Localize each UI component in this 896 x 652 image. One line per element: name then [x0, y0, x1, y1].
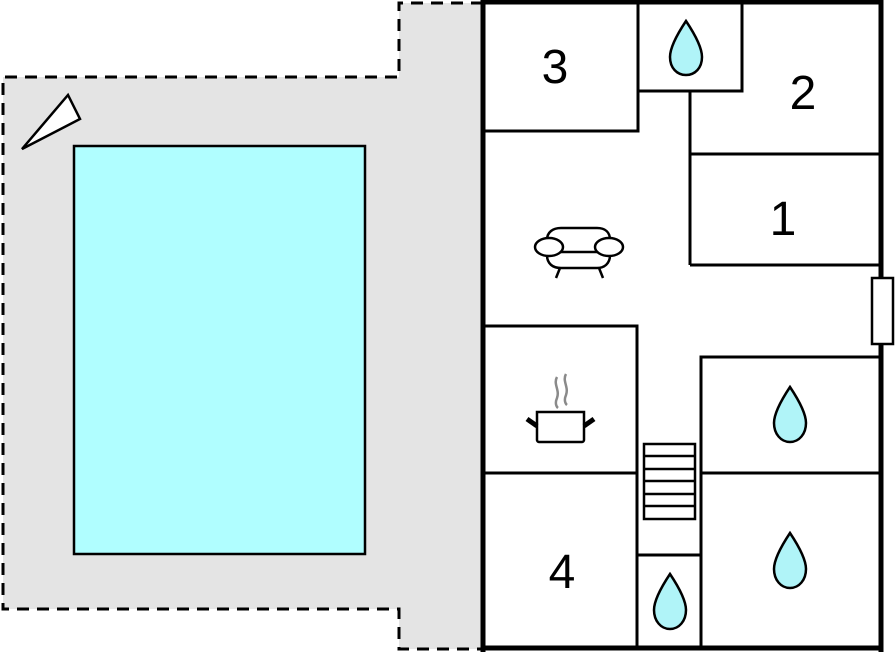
sofa-icon — [533, 226, 625, 279]
north-arrow-icon — [21, 92, 82, 151]
exterior-walls — [480, 0, 884, 652]
cooking-pot-icon — [525, 373, 596, 444]
stairs-icon — [642, 442, 697, 521]
water-drop-icon — [772, 530, 808, 590]
room-label-4: 4 — [549, 546, 576, 599]
room-label-2: 2 — [790, 67, 817, 120]
room-label-1: 1 — [770, 193, 797, 246]
water-drop-icon — [652, 571, 688, 631]
interior-walls — [484, 3, 880, 648]
entrance-door — [870, 276, 895, 346]
water-drop-icon — [772, 384, 808, 444]
water-drop-icon — [668, 18, 704, 77]
room-label-3: 3 — [542, 41, 569, 94]
swimming-pool — [72, 144, 367, 556]
